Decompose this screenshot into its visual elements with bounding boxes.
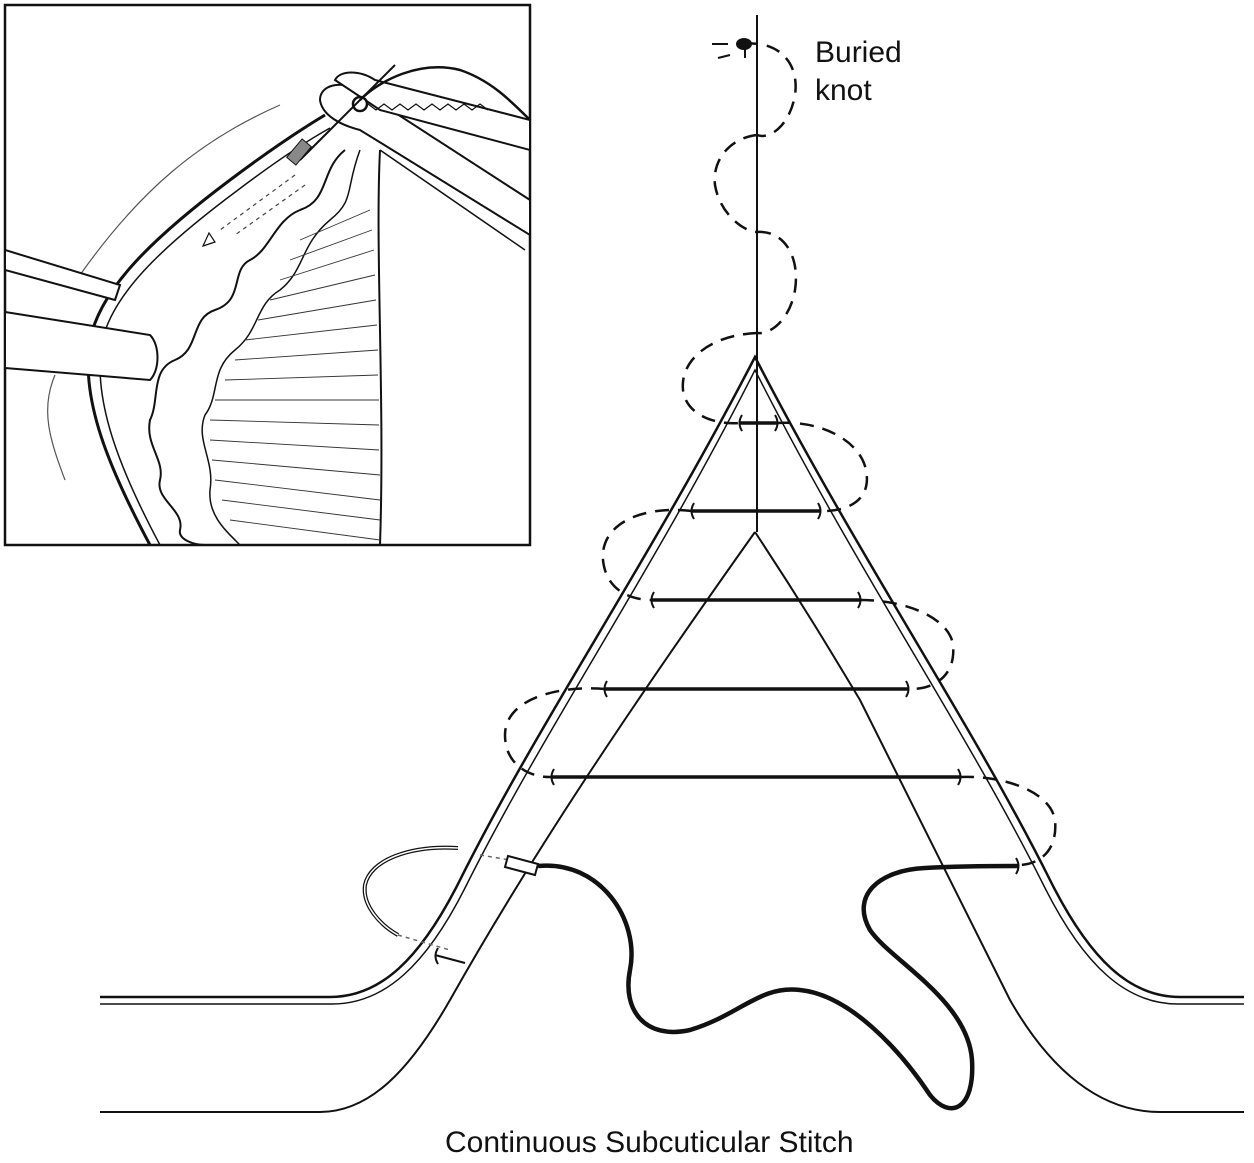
- inset-hatching: [209, 209, 381, 541]
- suture-entry-dotted: [479, 854, 511, 861]
- buried-suture-loops: [503, 42, 1057, 867]
- needle-holder-icon: [285, 64, 530, 237]
- inset-frame: [3, 3, 532, 547]
- dermis-line-left: [100, 531, 756, 1113]
- inset-skin-fold: [377, 149, 383, 545]
- suture-anchor-left: [434, 947, 466, 965]
- inset-buried-suture: [234, 184, 306, 236]
- inset-wound-edge: [148, 149, 346, 545]
- suture-anchor-right: [1015, 857, 1020, 875]
- suture-tail-left-inner: [363, 846, 459, 936]
- suture-exit-dotted: [397, 934, 451, 951]
- buried-knot-icon: [712, 38, 752, 59]
- stitch-bars: [552, 421, 960, 779]
- inset-wound-edge-right: [201, 149, 361, 545]
- inset-background-curve: [46, 374, 66, 481]
- forceps-icon: [5, 248, 159, 382]
- buried-knot-label-line1: Buried: [815, 36, 902, 69]
- inset-background-curve: [79, 104, 281, 276]
- suture-tail-left: [362, 845, 459, 937]
- dermis-line-right: [754, 531, 1244, 1113]
- diagram-caption: Continuous Subcuticular Stitch: [445, 1126, 854, 1159]
- suture-tail-wavy: [537, 863, 1019, 1111]
- buried-knot-label-line2: knot: [815, 74, 872, 107]
- skin-surface-inner: [100, 368, 1244, 1005]
- inset-needle-entry-mark: [201, 231, 216, 248]
- inset-right-flap: [379, 149, 526, 545]
- needle-icon: [503, 854, 540, 877]
- inset-skin-edge-inner: [99, 127, 331, 545]
- skin-surface-outer: [100, 354, 1244, 999]
- main-diagram: [100, 15, 1244, 1113]
- inset-illustration: [3, 3, 532, 547]
